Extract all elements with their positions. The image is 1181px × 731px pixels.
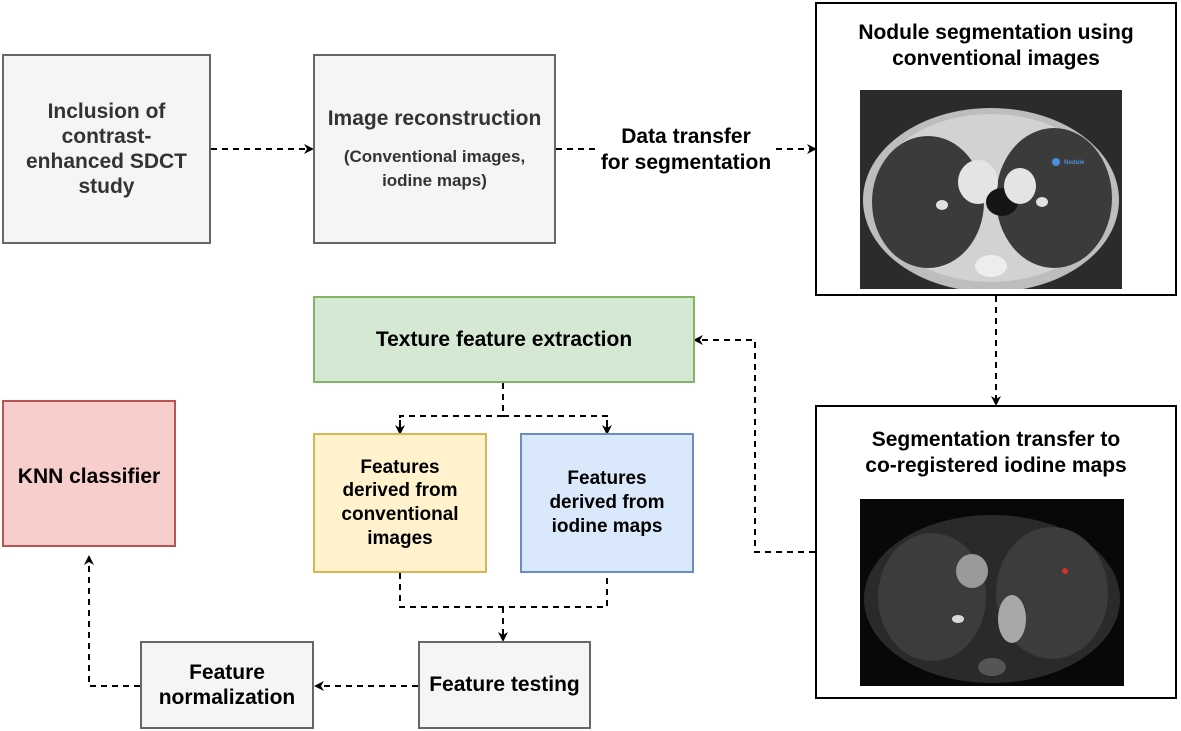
features-conventional-box: Features derived from conventional image…: [313, 433, 487, 573]
features-conventional-label: Features derived from conventional image…: [341, 456, 459, 549]
features-iodine-label: Features derived from iodine maps: [549, 468, 665, 537]
arrow-features-to-testing: [399, 573, 608, 640]
feature-testing-label: Feature testing: [429, 673, 580, 697]
feature-testing-box: Feature testing: [418, 641, 591, 729]
reconstruction-title: Image reconstruction: [327, 106, 542, 130]
data-transfer-label: Data transfer for segmentation: [600, 125, 772, 175]
knn-classifier-box: KNN classifier: [2, 400, 176, 547]
svg-text:Nodule: Nodule: [1064, 160, 1085, 166]
nodule-segmentation-title: Nodule segmentation using conventional i…: [858, 21, 1134, 71]
texture-extraction-box: Texture feature extraction: [313, 296, 695, 383]
inclusion-label: Inclusion of contrast- enhanced SDCT stu…: [25, 99, 188, 199]
nodule-segmentation-panel: Nodule segmentation using conventional i…: [815, 2, 1177, 296]
reconstruction-subtitle: (Conventional images, iodine maps): [343, 146, 526, 190]
inclusion-box: Inclusion of contrast- enhanced SDCT stu…: [2, 54, 211, 244]
feature-normalization-label: Feature normalization: [158, 660, 296, 709]
arrow-normalization-to-knn: [84, 555, 140, 687]
reconstruction-box: Image reconstruction (Conventional image…: [313, 54, 556, 244]
texture-extraction-label: Texture feature extraction: [375, 327, 633, 351]
feature-normalization-box: Feature normalization: [140, 641, 314, 729]
arrow-segtransfer-to-texture: [693, 335, 815, 553]
features-iodine-box: Features derived from iodine maps: [520, 433, 694, 573]
segmentation-transfer-panel: Segmentation transfer to co-registered i…: [815, 405, 1177, 699]
ct-conventional-image: Nodule: [860, 90, 1122, 289]
ct-iodine-map-image: [860, 499, 1124, 686]
knn-classifier-label: KNN classifier: [17, 465, 161, 488]
segmentation-transfer-title: Segmentation transfer to co-registered i…: [865, 428, 1127, 478]
arrow-texture-to-features: [399, 383, 608, 433]
